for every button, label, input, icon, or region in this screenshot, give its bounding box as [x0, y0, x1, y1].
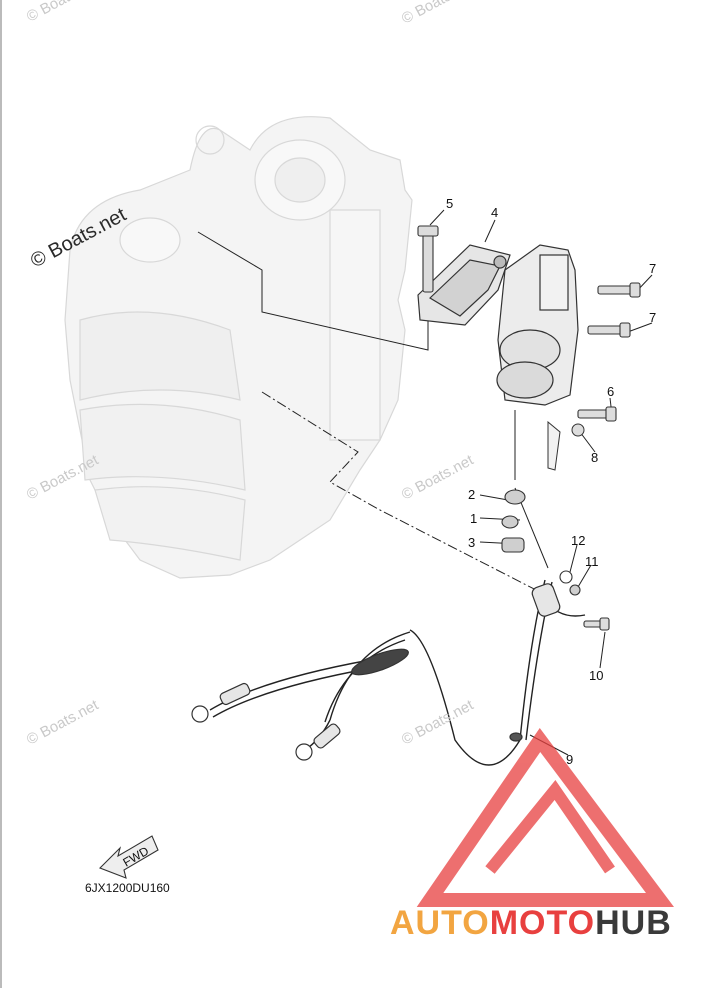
bolt-part-10 — [583, 617, 610, 631]
callout-4: 4 — [491, 205, 498, 220]
callout-8: 8 — [591, 450, 598, 465]
bolt-part-7-upper — [597, 282, 641, 298]
cable-harness-part-9 — [209, 579, 586, 766]
cable-terminals — [191, 583, 561, 761]
watermark: © Boats.net — [399, 0, 477, 28]
watermark: © Boats.net — [24, 696, 102, 748]
fwd-arrow: FWD — [99, 835, 159, 879]
callout-2: 2 — [468, 487, 475, 502]
terminal-part-8 — [547, 420, 585, 471]
nut-part-1 — [501, 515, 519, 529]
callout-11: 11 — [585, 554, 599, 569]
callout-7-lower: 7 — [649, 310, 656, 325]
callout-3: 3 — [468, 535, 475, 550]
watermark: © Boats.net — [24, 0, 102, 26]
callout-labels: 1 2 3 4 5 6 7 7 8 9 10 11 12 — [446, 196, 656, 767]
brand-logo-triangle — [416, 728, 674, 907]
bracket-part-4 — [417, 244, 511, 326]
callout-9: 9 — [566, 752, 573, 767]
brand-moto: MOTO — [490, 904, 595, 942]
callout-12: 12 — [571, 533, 585, 548]
watermark: © Boats.net — [399, 451, 477, 503]
brand-hub: HUB — [595, 904, 672, 942]
brand-logo-text: AUTOMOTOHUB — [390, 904, 672, 942]
watermark: © Boats.net — [399, 696, 477, 748]
bolt-part-5 — [417, 225, 439, 293]
bolt-part-6 — [577, 406, 617, 422]
engine-block — [64, 116, 413, 579]
starter-motor — [496, 244, 579, 406]
bolt-part-7-lower — [587, 322, 631, 338]
clip-part-3 — [501, 537, 525, 553]
callout-7-upper: 7 — [649, 261, 656, 276]
nut-part-11 — [569, 584, 581, 596]
nut-part-2 — [504, 489, 526, 505]
callout-10: 10 — [589, 668, 603, 683]
diagram-part-code: 6JX1200DU160 — [85, 881, 170, 895]
brand-auto: AUTO — [390, 904, 490, 942]
washer-part-12 — [559, 570, 573, 584]
callout-1: 1 — [470, 511, 477, 526]
callout-5: 5 — [446, 196, 453, 211]
callout-6: 6 — [607, 384, 614, 399]
